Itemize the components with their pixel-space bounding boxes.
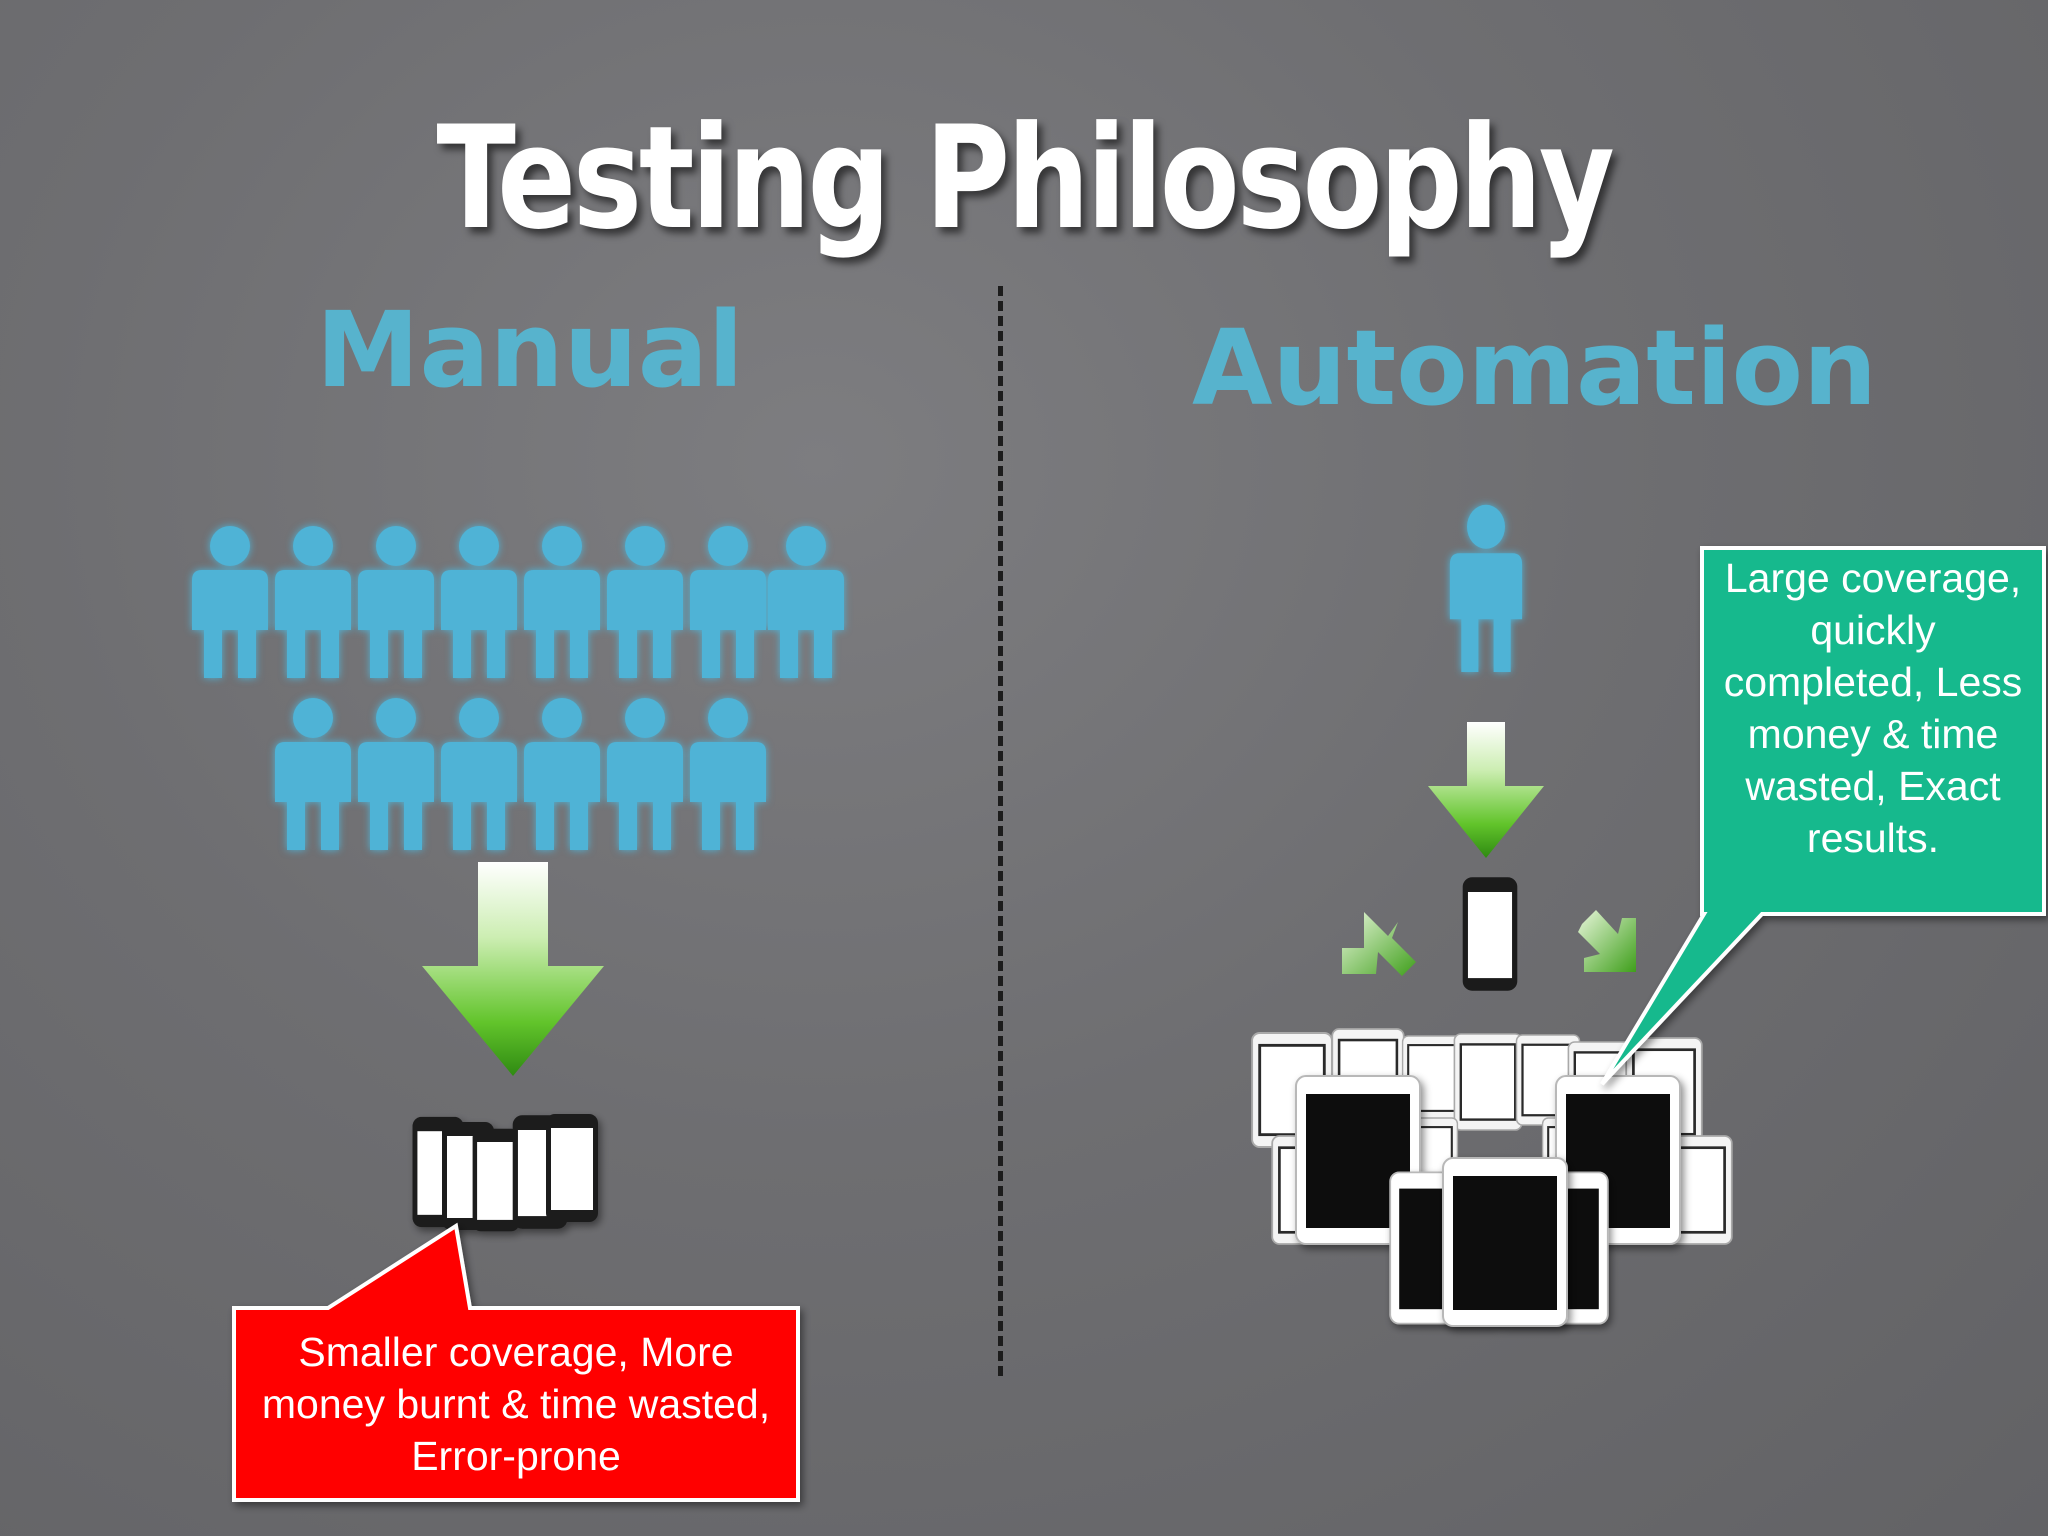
smartphone-icon <box>1462 877 1518 991</box>
manual-callout-text: Smaller coverage, More money burnt & tim… <box>261 1329 771 1479</box>
person-icon <box>524 698 600 850</box>
down-arrow-icon <box>1428 722 1544 858</box>
person-icon <box>275 526 351 678</box>
down-arrow-icon <box>422 862 604 1076</box>
automation-callout-text: Large coverage, quickly completed, Less … <box>1723 555 2023 861</box>
person-icon <box>690 698 766 850</box>
person-icon <box>358 526 434 678</box>
person-icon <box>441 698 517 850</box>
automation-heading: Automation <box>1192 307 1878 429</box>
automation-callout-shape <box>1600 546 2046 1086</box>
person-icon <box>275 698 351 850</box>
person-icon <box>607 698 683 850</box>
person-icon <box>358 698 434 850</box>
person-icon <box>524 526 600 678</box>
automation-devices <box>1250 1027 1734 1327</box>
person-icon <box>1449 504 1523 672</box>
person-icon <box>607 526 683 678</box>
tablet-icon <box>1442 1157 1568 1327</box>
person-icon <box>441 526 517 678</box>
person-icon <box>192 526 268 678</box>
slide-title: Testing Philosophy <box>436 96 1614 261</box>
automation-tester <box>1449 504 1523 672</box>
manual-callout-shape <box>232 1222 800 1502</box>
down-left-arrow-icon <box>1342 912 1416 976</box>
down-right-arrow-icon <box>1578 910 1636 972</box>
person-icon <box>768 526 844 678</box>
person-icon <box>690 526 766 678</box>
manual-devices <box>412 1114 598 1232</box>
column-divider <box>998 286 1003 1376</box>
manual-testers-group <box>192 526 844 850</box>
manual-heading: Manual <box>316 289 744 411</box>
